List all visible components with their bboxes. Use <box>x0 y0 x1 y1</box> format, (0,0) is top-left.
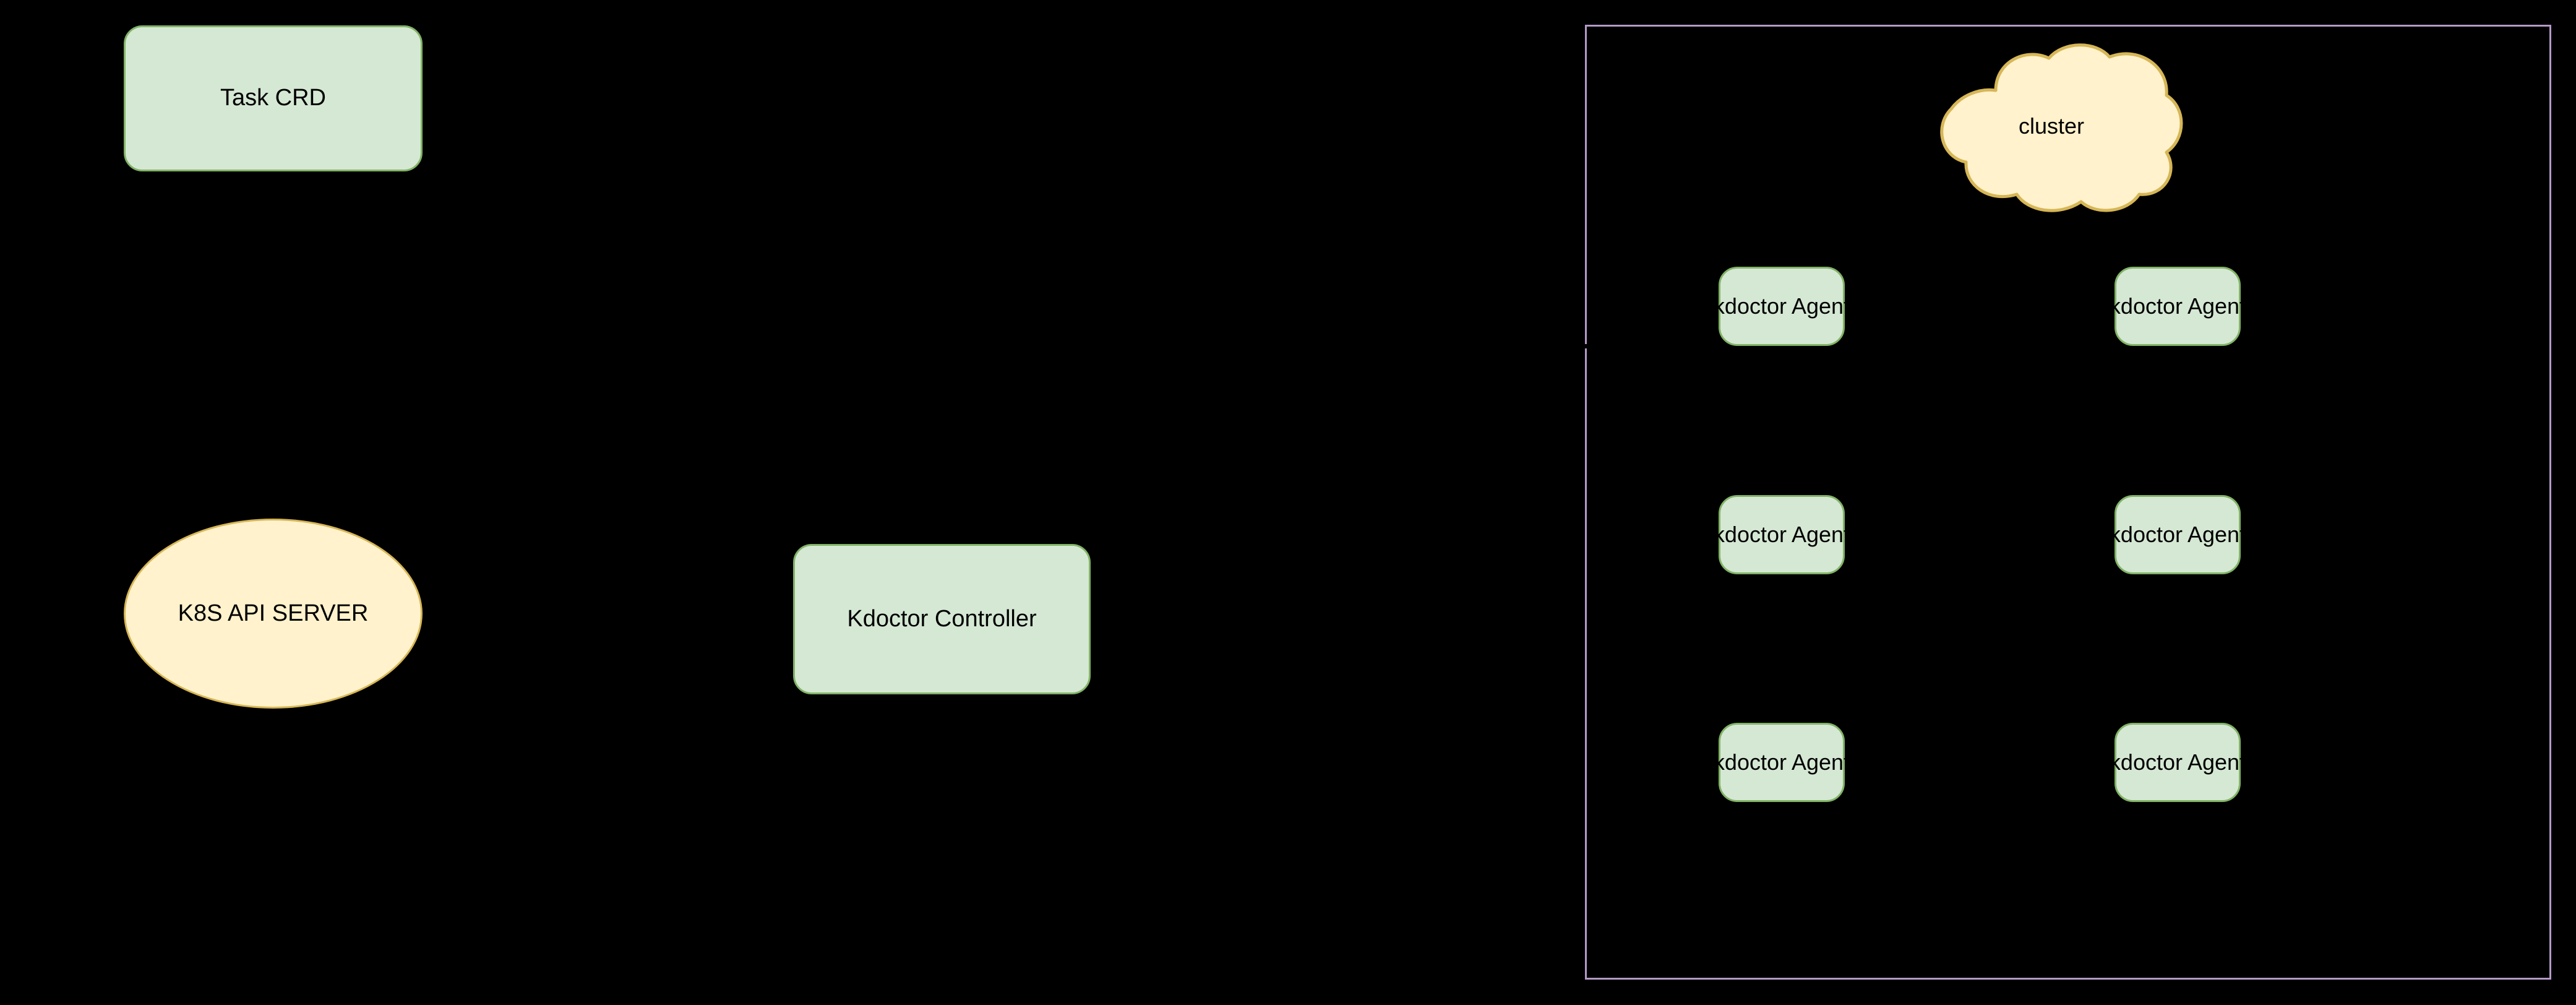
node-task-crd-label: Task CRD <box>220 85 327 111</box>
container-edge-gap <box>1585 344 1588 348</box>
node-kdoctor-agent-label: kdoctor Agent <box>2109 522 2246 548</box>
node-k8s-api-server[interactable]: K8S API SERVER <box>124 519 423 709</box>
node-kdoctor-controller[interactable]: Kdoctor Controller <box>793 544 1091 694</box>
node-kdoctor-agent-label: kdoctor Agent <box>1713 522 1850 548</box>
node-kdoctor-controller-label: Kdoctor Controller <box>847 605 1037 632</box>
node-kdoctor-agent[interactable]: kdoctor Agent <box>1714 267 1850 346</box>
node-kdoctor-agent[interactable]: kdoctor Agent <box>1714 723 1850 802</box>
node-kdoctor-agent-label: kdoctor Agent <box>1713 749 1850 775</box>
node-cluster-cloud[interactable]: cluster <box>1917 40 2186 213</box>
node-kdoctor-agent-label: kdoctor Agent <box>2109 293 2246 319</box>
node-kdoctor-agent[interactable]: kdoctor Agent <box>2110 723 2246 802</box>
node-kdoctor-agent[interactable]: kdoctor Agent <box>2110 267 2246 346</box>
agent-connector-stub <box>1715 344 1720 348</box>
node-kdoctor-agent[interactable]: kdoctor Agent <box>2110 495 2246 574</box>
cluster-container[interactable] <box>1585 25 2551 980</box>
node-kdoctor-agent-label: kdoctor Agent <box>2109 749 2246 775</box>
node-kdoctor-agent-label: kdoctor Agent <box>1713 293 1850 319</box>
node-k8s-api-server-label: K8S API SERVER <box>178 600 369 626</box>
node-task-crd[interactable]: Task CRD <box>124 25 423 171</box>
node-kdoctor-agent[interactable]: kdoctor Agent <box>1714 495 1850 574</box>
